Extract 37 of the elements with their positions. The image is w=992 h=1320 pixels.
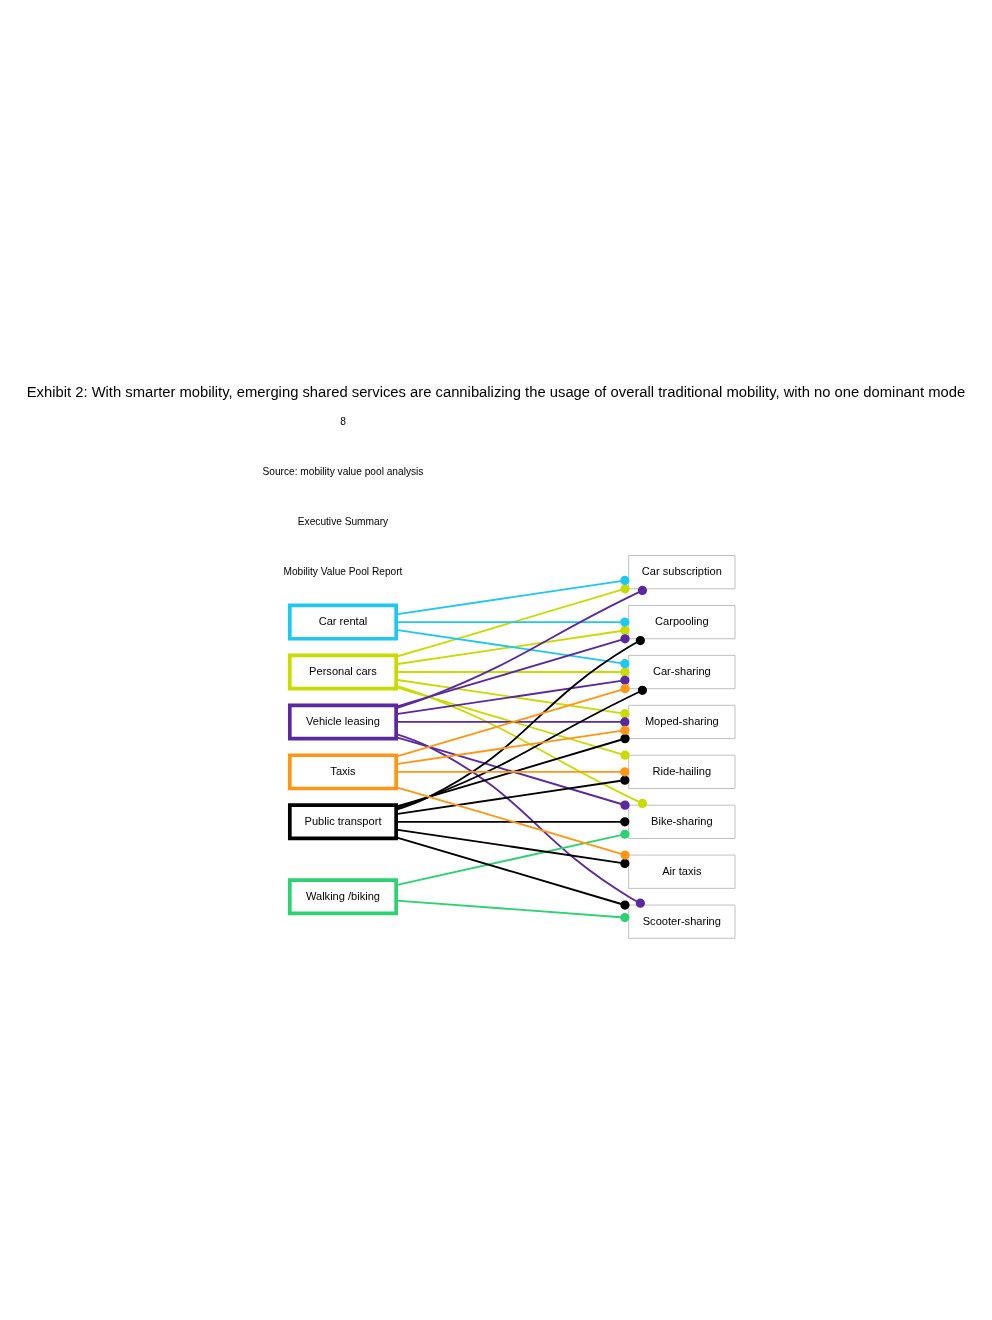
node-box: Car-sharing bbox=[628, 654, 736, 690]
connector bbox=[395, 584, 630, 658]
node-box: Bike-sharing bbox=[628, 804, 736, 839]
node-box: Ride-hailing bbox=[628, 754, 736, 789]
node-box: Scooter-sharing bbox=[628, 904, 736, 939]
node-box: Taxis bbox=[287, 753, 398, 791]
connector bbox=[395, 667, 630, 677]
node-box: Vehicle leasing bbox=[287, 703, 398, 741]
connector bbox=[395, 836, 630, 910]
node-box: Walking /biking bbox=[287, 878, 398, 916]
node-box: Personal cars bbox=[287, 653, 398, 691]
node-box: Public transport bbox=[287, 803, 398, 841]
label: 8 bbox=[340, 415, 346, 427]
connector bbox=[395, 575, 630, 616]
connector bbox=[395, 817, 630, 827]
label: Mobility Value Pool Report bbox=[283, 565, 403, 577]
connector bbox=[395, 829, 630, 886]
label: Executive Summary bbox=[297, 515, 389, 527]
node-box: Carpooling bbox=[628, 605, 736, 640]
node-box: Moped-sharing bbox=[628, 704, 736, 740]
connector bbox=[395, 635, 645, 811]
connector bbox=[395, 733, 645, 908]
connector bbox=[395, 899, 630, 923]
connector bbox=[395, 828, 630, 869]
label: Source: mobility value pool analysis bbox=[262, 465, 424, 477]
connector bbox=[395, 617, 630, 627]
connector bbox=[395, 786, 630, 860]
connector bbox=[395, 717, 630, 727]
node-box: Car subscription bbox=[628, 555, 736, 590]
node-box: Car rental bbox=[287, 603, 398, 641]
connector bbox=[395, 775, 630, 815]
connector bbox=[395, 585, 648, 709]
diagram-title: Exhibit 2: With smarter mobility, emerging shared services are cannibalizing the usage of overall traditional mobility, with no one dominant mode bbox=[26, 384, 966, 401]
node-box: Air taxis bbox=[628, 854, 736, 889]
connector bbox=[395, 634, 630, 708]
connector bbox=[395, 767, 630, 777]
connector bbox=[395, 725, 630, 766]
